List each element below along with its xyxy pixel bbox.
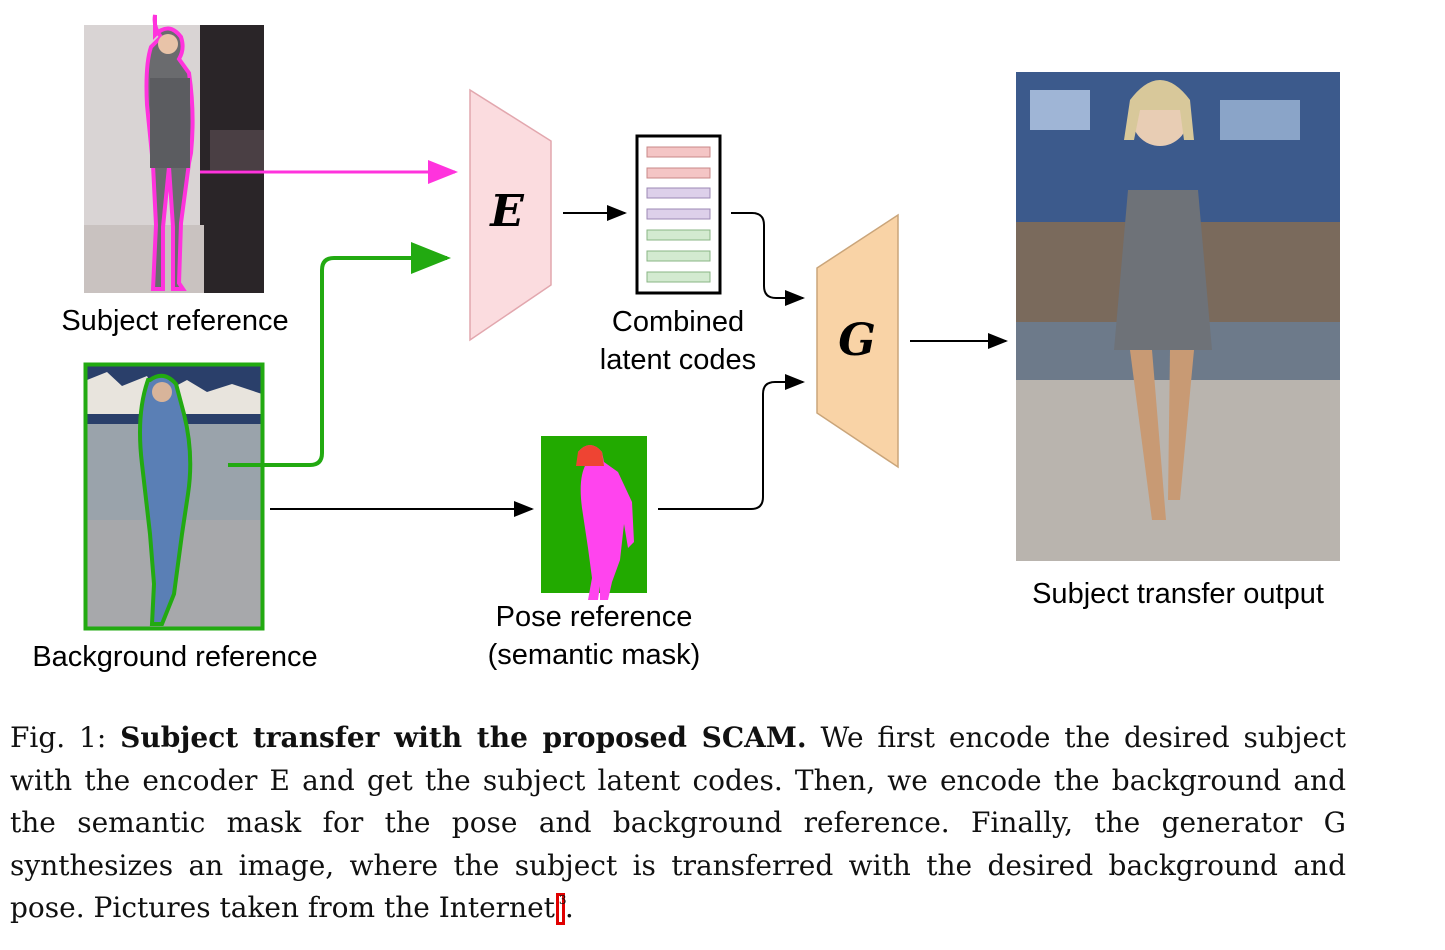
background-reference-label: Background reference bbox=[32, 641, 318, 673]
latent-codes-box bbox=[635, 134, 722, 295]
subject-reference-label: Subject reference bbox=[61, 305, 289, 337]
figure-diagram: E G bbox=[83, 14, 1340, 631]
combined-latent-label-line2: latent codes bbox=[599, 344, 757, 376]
latent-to-generator-arrow bbox=[731, 212, 805, 306]
caption-bold-title: Subject transfer with the proposed SCAM. bbox=[120, 721, 807, 754]
footnote-link[interactable]: 3 bbox=[555, 893, 567, 925]
mask-to-generator-arrow bbox=[658, 374, 805, 510]
caption-prefix: Fig. 1: bbox=[10, 721, 121, 754]
caption-end: . bbox=[564, 891, 574, 924]
footnote-mark: 3 bbox=[558, 893, 567, 907]
combined-latent-label-line1: Combined bbox=[611, 306, 745, 338]
caption-body: We first encode the desired subject with… bbox=[10, 721, 1346, 924]
pose-reference-label-line1: Pose reference bbox=[495, 601, 693, 633]
background-to-encoder-arrow bbox=[228, 242, 451, 467]
output-image bbox=[1016, 72, 1340, 561]
output-label: Subject transfer output bbox=[1032, 578, 1324, 610]
generator-symbol: G bbox=[838, 315, 876, 366]
subject-reference-image bbox=[84, 14, 264, 293]
encoder-symbol: E bbox=[488, 186, 525, 237]
figure-caption: Fig. 1: Subject transfer with the propos… bbox=[10, 717, 1346, 930]
encoder-block bbox=[469, 88, 552, 342]
pose-reference-label-line2: (semantic mask) bbox=[487, 639, 701, 671]
generator-block bbox=[816, 213, 899, 469]
pose-mask-image bbox=[541, 436, 647, 600]
background-reference-image bbox=[83, 362, 265, 631]
